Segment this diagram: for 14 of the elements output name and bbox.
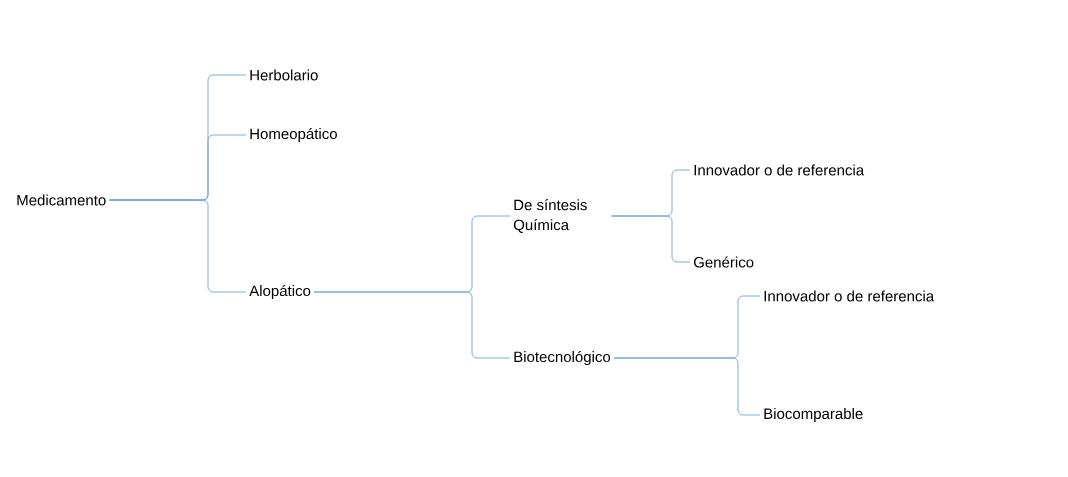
tree-label: Innovador o de referencia bbox=[764, 290, 935, 302]
tree-label: Innovador o de referencia bbox=[694, 164, 865, 176]
bracket-connector bbox=[109, 199, 247, 293]
tree-label: Biocomparable bbox=[764, 408, 863, 422]
bracket-connector bbox=[611, 215, 691, 263]
tree-label: De síntesis Química bbox=[513, 199, 587, 233]
tree-label: Alopático bbox=[249, 284, 311, 300]
tree-label: Herbolario bbox=[250, 69, 318, 81]
tree-label: Homeopático bbox=[250, 127, 337, 143]
tree-label: Genérico bbox=[693, 256, 754, 268]
bracket-connector bbox=[613, 357, 761, 416]
bracket-connector bbox=[313, 291, 511, 359]
tree-label: Biotecnológico bbox=[514, 350, 611, 366]
tree-label: Medicamento bbox=[17, 194, 106, 206]
